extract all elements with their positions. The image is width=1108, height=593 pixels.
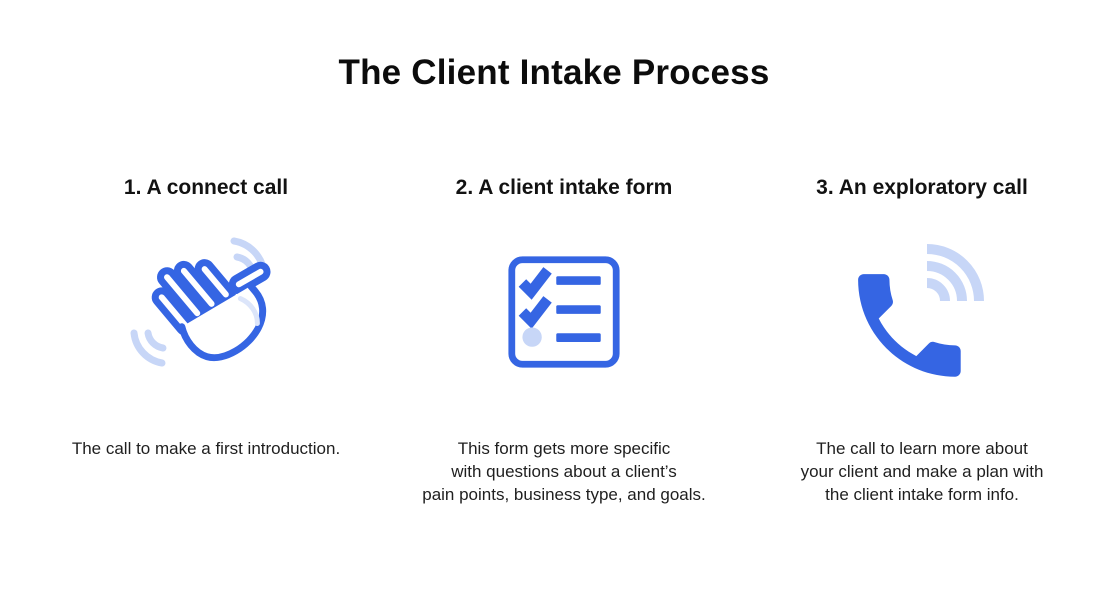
step-heading: 2. A client intake form [455,175,673,199]
phone-call-icon [858,243,984,377]
step-description: The call to make a first introduction. [71,438,341,458]
step-heading: 1. A connect call [123,175,289,199]
sound-wave-arcs [926,243,984,302]
waving-hand-icon [130,237,271,367]
steps-row: 1. A connect call [0,175,1108,506]
step-description: The call to learn more about your client… [800,438,1044,504]
step-heading: 3. An exploratory call [816,175,1028,199]
page-title: The Client Intake Process [338,53,770,92]
step-icon-wrap [34,233,378,391]
step-description: This form gets more specific with questi… [422,438,706,504]
step-column-exploratory-call: 3. An exploratory call The call to learn… [750,175,1094,506]
step-column-connect-call: 1. A connect call [34,175,378,506]
step-icon-wrap [750,233,1094,391]
step-column-intake-form: 2. A client intake form This form gets m… [392,175,736,506]
checklist-icon [508,256,620,368]
step-icon-wrap [392,233,736,391]
